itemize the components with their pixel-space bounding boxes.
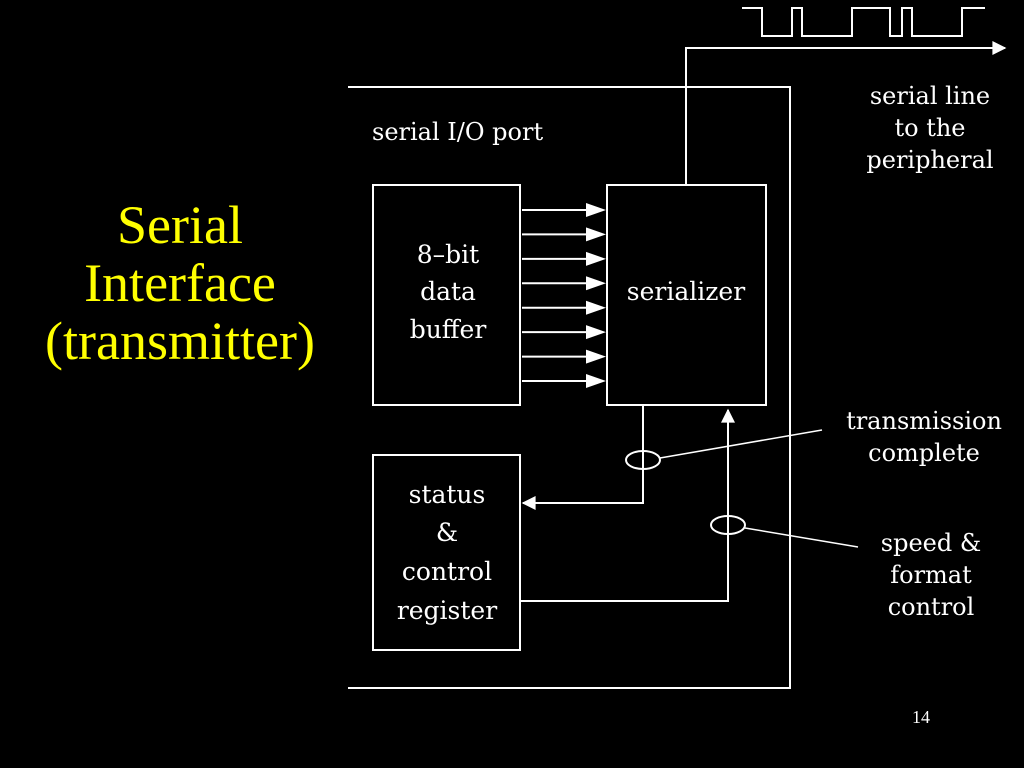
page-number: 14 — [912, 707, 930, 727]
title-line-2: Interface — [84, 253, 276, 313]
register-label-line-3: control — [402, 557, 492, 586]
port-label: serial I/O port — [372, 118, 543, 146]
transmission-label-1: transmission — [846, 407, 1002, 435]
data-bit-arrowhead — [586, 325, 606, 340]
speed-format-ellipse — [710, 515, 746, 535]
data-bit-arrowhead — [586, 203, 606, 217]
register-label-line-4: register — [397, 596, 497, 625]
port-outline — [348, 86, 791, 689]
serial-line-label-1: serial line — [870, 82, 990, 110]
transmission-label-2: complete — [868, 439, 980, 467]
data-bit-arrowhead — [586, 251, 606, 266]
buffer-label-line-3: buffer — [410, 315, 487, 344]
slide-title: Serial Interface (transmitter) — [10, 196, 350, 370]
buffer-label-line-2: data — [420, 277, 476, 306]
serial-output-line — [685, 41, 1007, 185]
register-label-line-2: & — [436, 518, 458, 547]
speed-label-1: speed & — [881, 529, 981, 557]
data-bit-arrowhead — [586, 300, 606, 315]
data-bit-arrowhead — [586, 349, 606, 364]
buffer-label-line-1: 8–bit — [417, 240, 479, 269]
serial-waveform — [742, 7, 985, 37]
speed-label-2: format — [890, 561, 972, 589]
speed-format-control-line — [520, 408, 735, 602]
data-buffer-box — [372, 184, 521, 406]
parallel-data-arrows — [522, 203, 606, 388]
serial-line-label-3: peripheral — [866, 146, 993, 174]
transmission-complete-ellipse — [625, 450, 661, 470]
register-box — [372, 454, 521, 651]
speed-format-leader — [744, 527, 859, 548]
data-bit-arrowhead — [586, 276, 606, 291]
data-bit-arrowhead — [586, 227, 606, 242]
data-bit-arrowhead — [586, 374, 606, 388]
speed-label-3: control — [888, 593, 975, 621]
transmission-complete-line — [521, 405, 644, 510]
transmission-complete-leader — [659, 429, 823, 459]
serial-line-label-2: to the — [894, 114, 965, 142]
register-label-line-1: status — [409, 480, 486, 509]
serializer-label: serializer — [627, 277, 745, 306]
title-line-1: Serial — [117, 195, 243, 255]
title-line-3: (transmitter) — [45, 311, 315, 371]
